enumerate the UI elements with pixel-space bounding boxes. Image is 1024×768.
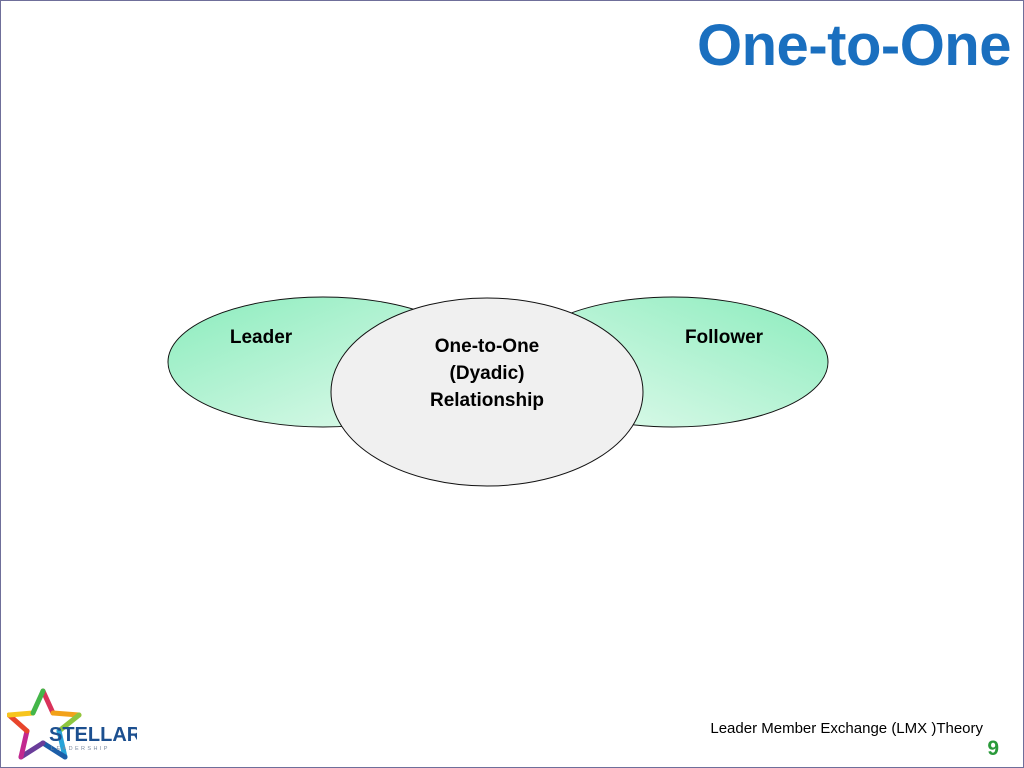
logo-tagline: LEADERSHIP — [51, 746, 110, 752]
relationship-label-line1: One-to-One — [435, 336, 540, 357]
relationship-label-line3: Relationship — [430, 390, 544, 411]
logo-wordmark: STELLAR — [49, 724, 137, 746]
relationship-ellipse — [330, 297, 644, 487]
follower-label: Follower — [685, 327, 764, 348]
page-number: 9 — [987, 737, 999, 760]
slide-title: One-to-One — [697, 13, 1011, 78]
footer-caption: Leader Member Exchange (LMX )Theory — [710, 720, 983, 737]
stellar-logo: STELLAR LEADERSHIP — [7, 688, 137, 760]
leader-label: Leader — [230, 327, 293, 348]
star-icon — [7, 688, 82, 760]
relationship-label-line2: (Dyadic) — [450, 363, 525, 384]
